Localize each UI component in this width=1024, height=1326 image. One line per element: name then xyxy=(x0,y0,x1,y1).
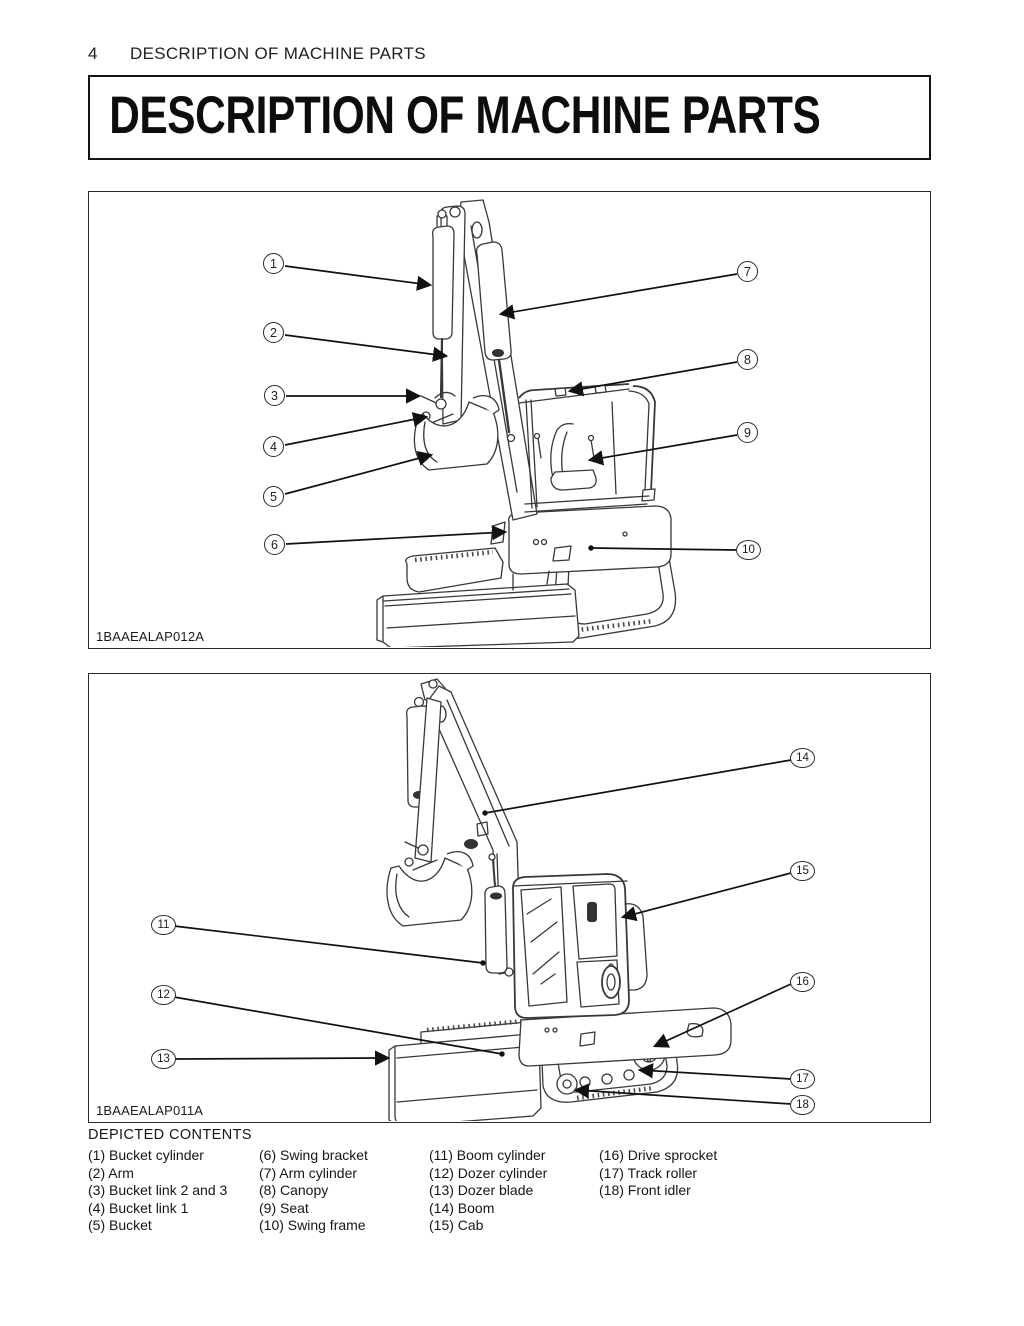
callout-5: 5 xyxy=(263,486,284,507)
parts-list-item: (10) Swing frame xyxy=(259,1217,366,1234)
figure-code: 1BAAEALAP011A xyxy=(96,1103,204,1118)
callout-1: 1 xyxy=(263,253,284,274)
parts-list-item: (4) Bucket link 1 xyxy=(88,1199,189,1216)
callout-4: 4 xyxy=(263,436,284,457)
figure-cab-model: 11 12 13 14 15 16 17 18 1BAAEALAP011A xyxy=(88,673,931,1123)
parts-list-item: (1) Bucket cylinder xyxy=(88,1147,204,1163)
callout-8: 8 xyxy=(737,349,758,370)
callout-7: 7 xyxy=(737,261,758,282)
depicted-contents: DEPICTED CONTENTS (1) Bucket cylinder (2… xyxy=(88,1127,931,1235)
parts-list-item: (5) Bucket xyxy=(88,1217,152,1234)
running-header-title: DESCRIPTION OF MACHINE PARTS xyxy=(130,44,426,63)
parts-list-item: (18) Front idler xyxy=(599,1182,691,1199)
callout-9: 9 xyxy=(737,422,758,443)
excavator-line-art-cab xyxy=(173,678,792,1121)
parts-list-item: (3) Bucket link 2 and 3 xyxy=(88,1182,228,1199)
title-banner: DESCRIPTION OF MACHINE PARTS xyxy=(88,75,931,160)
contents-column-3: (11) Boom cylinder (12) Dozer cylinder (… xyxy=(429,1147,599,1235)
callout-10: 10 xyxy=(736,540,761,560)
parts-list-item: (6) Swing bracket xyxy=(259,1147,368,1163)
contents-grid: (1) Bucket cylinder (2) Arm (3) Bucket l… xyxy=(88,1147,931,1235)
callout-leader-lines xyxy=(284,265,738,551)
contents-column-1: (1) Bucket cylinder (2) Arm (3) Bucket l… xyxy=(88,1147,259,1235)
parts-list-item: (7) Arm cylinder xyxy=(259,1164,358,1181)
callout-12: 12 xyxy=(151,985,176,1005)
parts-list-item: (13) Dozer blade xyxy=(429,1182,534,1199)
page-title: DESCRIPTION OF MACHINE PARTS xyxy=(109,86,821,145)
parts-list-item: (12) Dozer cylinder xyxy=(429,1164,548,1181)
figure-canopy-model: 1 2 3 4 5 6 7 8 9 10 1BAAEALAP012A xyxy=(88,191,931,649)
callout-11: 11 xyxy=(151,915,176,935)
parts-list-item: (14) Boom xyxy=(429,1199,495,1216)
callout-17: 17 xyxy=(790,1069,815,1089)
parts-list-item: (15) Cab xyxy=(429,1217,484,1234)
callout-18: 18 xyxy=(790,1095,815,1115)
machine-drawing xyxy=(376,199,677,647)
contents-column-2: (6) Swing bracket (7) Arm cylinder (8) C… xyxy=(259,1147,429,1235)
callout-16: 16 xyxy=(790,972,815,992)
callout-leader-lines xyxy=(173,759,792,1105)
contents-heading: DEPICTED CONTENTS xyxy=(88,1127,252,1143)
figure-code: 1BAAEALAP012A xyxy=(96,629,205,644)
parts-list-item: (17) Track roller xyxy=(599,1164,698,1181)
callout-13: 13 xyxy=(151,1049,176,1069)
callout-14: 14 xyxy=(790,748,815,768)
callout-3: 3 xyxy=(264,385,285,406)
page-number: 4 xyxy=(88,44,98,63)
running-header: 4 DESCRIPTION OF MACHINE PARTS xyxy=(88,44,931,64)
callout-15: 15 xyxy=(790,861,815,881)
parts-list-item: (2) Arm xyxy=(88,1164,134,1181)
excavator-line-art-canopy xyxy=(284,199,738,647)
parts-list-item: (8) Canopy xyxy=(259,1182,329,1199)
callout-2: 2 xyxy=(263,322,284,343)
contents-column-4: (16) Drive sprocket (17) Track roller (1… xyxy=(599,1147,931,1235)
callout-6: 6 xyxy=(264,534,285,555)
parts-list-item: (16) Drive sprocket xyxy=(599,1147,718,1163)
parts-list-item: (11) Boom cylinder xyxy=(429,1147,546,1163)
parts-list-item: (9) Seat xyxy=(259,1199,309,1216)
machine-drawing xyxy=(386,678,732,1121)
